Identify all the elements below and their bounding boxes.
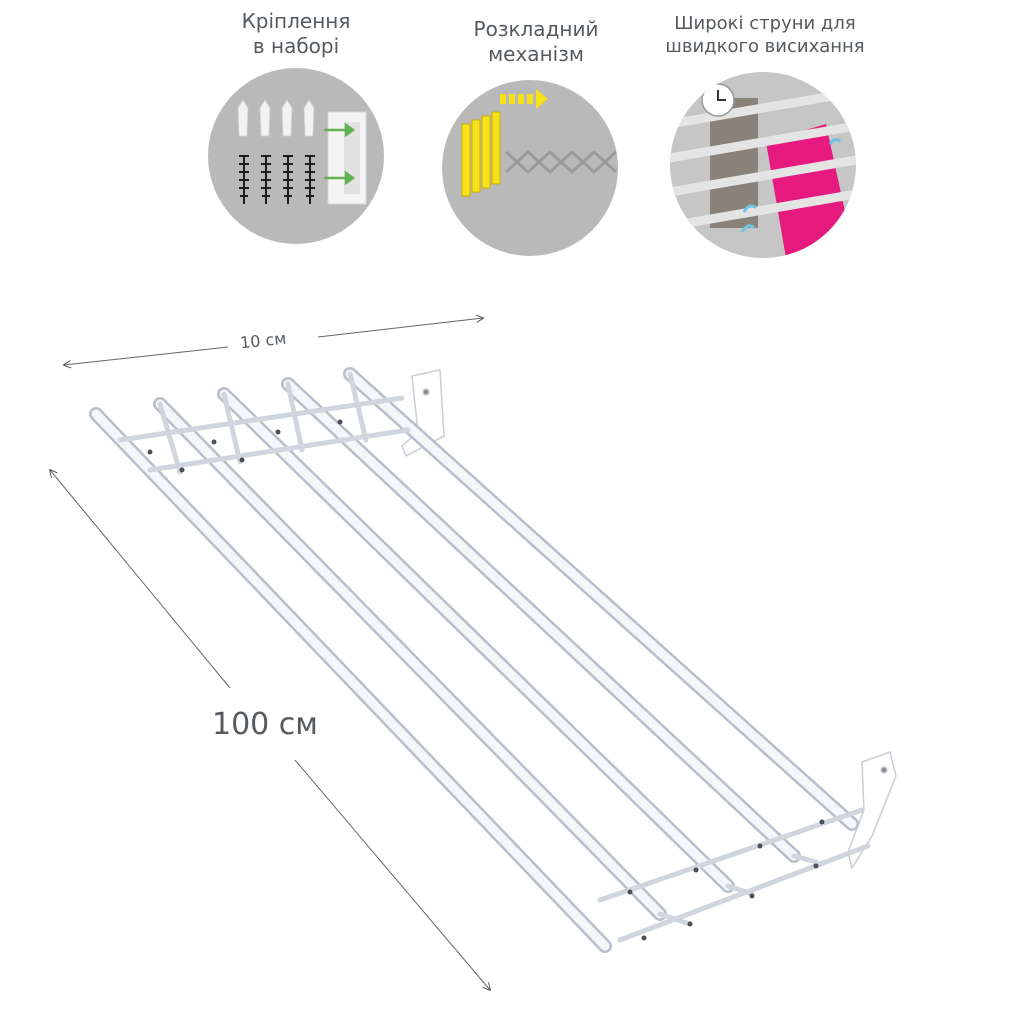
width-dimension-arrow	[64, 318, 483, 365]
feature-3-title-line2: швидкого висихання	[665, 36, 865, 57]
rack-rail-3	[217, 387, 735, 893]
feature-1-title: Кріплення в наборі	[206, 9, 386, 59]
feature-2-image	[442, 80, 618, 256]
feature-2-title: Розкладний механізм	[426, 17, 646, 67]
pivot-dots	[147, 419, 825, 941]
feature-2-title-line2: механізм	[488, 42, 584, 66]
length-dimension-arrow	[50, 470, 490, 990]
wide-bars-drying-icon	[670, 83, 856, 258]
feature-3-image	[670, 72, 856, 258]
feature-1-image	[208, 68, 384, 244]
folding-linkage-bottom	[597, 807, 871, 943]
length-dimension-label: 100 см	[212, 707, 318, 742]
rack-rail-1	[89, 407, 612, 953]
folding-linkage-top	[117, 371, 411, 475]
wall-bracket-bottom	[847, 751, 897, 870]
dowel-screw-mount-icon	[237, 99, 367, 205]
folding-mechanism-icon	[461, 89, 618, 197]
rack-rail-2	[153, 397, 667, 921]
rack-rail-5	[343, 367, 859, 831]
feature-1-title-line2: в наборі	[252, 34, 340, 58]
feature-2-title-line1: Розкладний	[473, 17, 599, 41]
clock-icon	[701, 83, 735, 117]
feature-1-title-line1: Кріплення	[241, 9, 351, 33]
feature-3-title: Широкі струни для швидкого висихання	[650, 12, 880, 58]
rack-rail-4	[281, 377, 801, 863]
feature-3-title-line1: Широкі струни для	[674, 13, 856, 34]
